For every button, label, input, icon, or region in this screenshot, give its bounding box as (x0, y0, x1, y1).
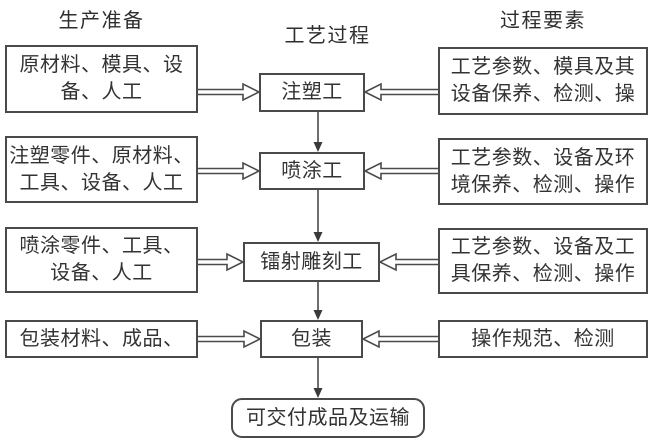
box-text-line: 操作规范、检测 (471, 327, 615, 350)
column-header-production-prep: 生产准备 (58, 10, 145, 32)
element-box-injection: 工艺参数、模具及其 设备保养、检测、操 (438, 47, 648, 115)
box-text-line: 备、人工 (60, 81, 143, 103)
column-header-process: 工艺过程 (284, 25, 371, 47)
box-text-line: 包装 (291, 327, 332, 350)
arrow-prep1-to-injection (196, 82, 261, 102)
box-text-line: 境保养、检测、操作 (450, 173, 636, 196)
arrow-prep3-to-laser (196, 252, 245, 272)
box-text-line: 注塑工 (281, 81, 343, 103)
box-text-line: 工艺参数、设备及工 (450, 236, 636, 258)
box-text-line: 注塑零件、原材料、 (9, 144, 194, 167)
arrow-prep4-to-packing (196, 329, 262, 349)
arrow-spray-to-laser-head (313, 232, 323, 242)
arrow-prep2-to-spray (196, 161, 261, 181)
arrow-laser-to-packing-head (313, 310, 323, 320)
element-box-laser: 工艺参数、设备及工 具保养、检测、操作 (438, 228, 648, 294)
arrow-elem1-to-injection (363, 82, 440, 102)
box-text-line: 设备保养、检测、操 (450, 83, 636, 105)
box-text-line: 镭射雕刻工 (260, 250, 363, 273)
process-box-injection: 注塑工 (259, 73, 365, 112)
element-box-packing: 操作规范、检测 (438, 320, 648, 358)
process-box-spray: 喷涂工 (259, 152, 365, 190)
box-text-line: 具保养、检测、操作 (450, 263, 636, 285)
box-text-line: 可交付成品及运输 (246, 406, 410, 429)
prep-box-laser-inputs: 喷涂零件、工具、 设备、人工 (5, 227, 198, 293)
process-box-delivery: 可交付成品及运输 (231, 398, 425, 438)
arrow-elem2-to-spray (363, 161, 440, 181)
box-text-line: 设备、人工 (50, 262, 153, 284)
box-text-line: 喷涂工 (281, 159, 343, 182)
box-text-line: 原材料、模具、设 (19, 54, 184, 76)
box-text-line: 工艺参数、模具及其 (450, 56, 636, 78)
box-text-line: 包装材料、成品、 (19, 327, 184, 350)
box-text-line: 工具、设备、人工 (19, 171, 184, 194)
arrow-packing-to-delivery-head (313, 388, 323, 398)
process-box-packing: 包装 (260, 320, 363, 358)
arrow-injection-to-spray-head (313, 142, 323, 152)
arrow-elem4-to-packing (361, 329, 440, 349)
box-text-line: 喷涂零件、工具、 (19, 235, 184, 257)
column-header-process-elements: 过程要素 (500, 10, 586, 32)
element-box-spray: 工艺参数、设备及环 境保养、检测、操作 (438, 138, 648, 205)
process-box-laser-engraving: 镭射雕刻工 (243, 242, 380, 282)
box-text-line: 工艺参数、设备及环 (450, 146, 636, 169)
prep-box-packing-inputs: 包装材料、成品、 (5, 320, 198, 358)
prep-box-injection-inputs: 原材料、模具、设 备、人工 (5, 45, 198, 113)
arrow-elem3-to-laser (378, 252, 440, 272)
prep-box-spray-inputs: 注塑零件、原材料、 工具、设备、人工 (5, 136, 198, 203)
